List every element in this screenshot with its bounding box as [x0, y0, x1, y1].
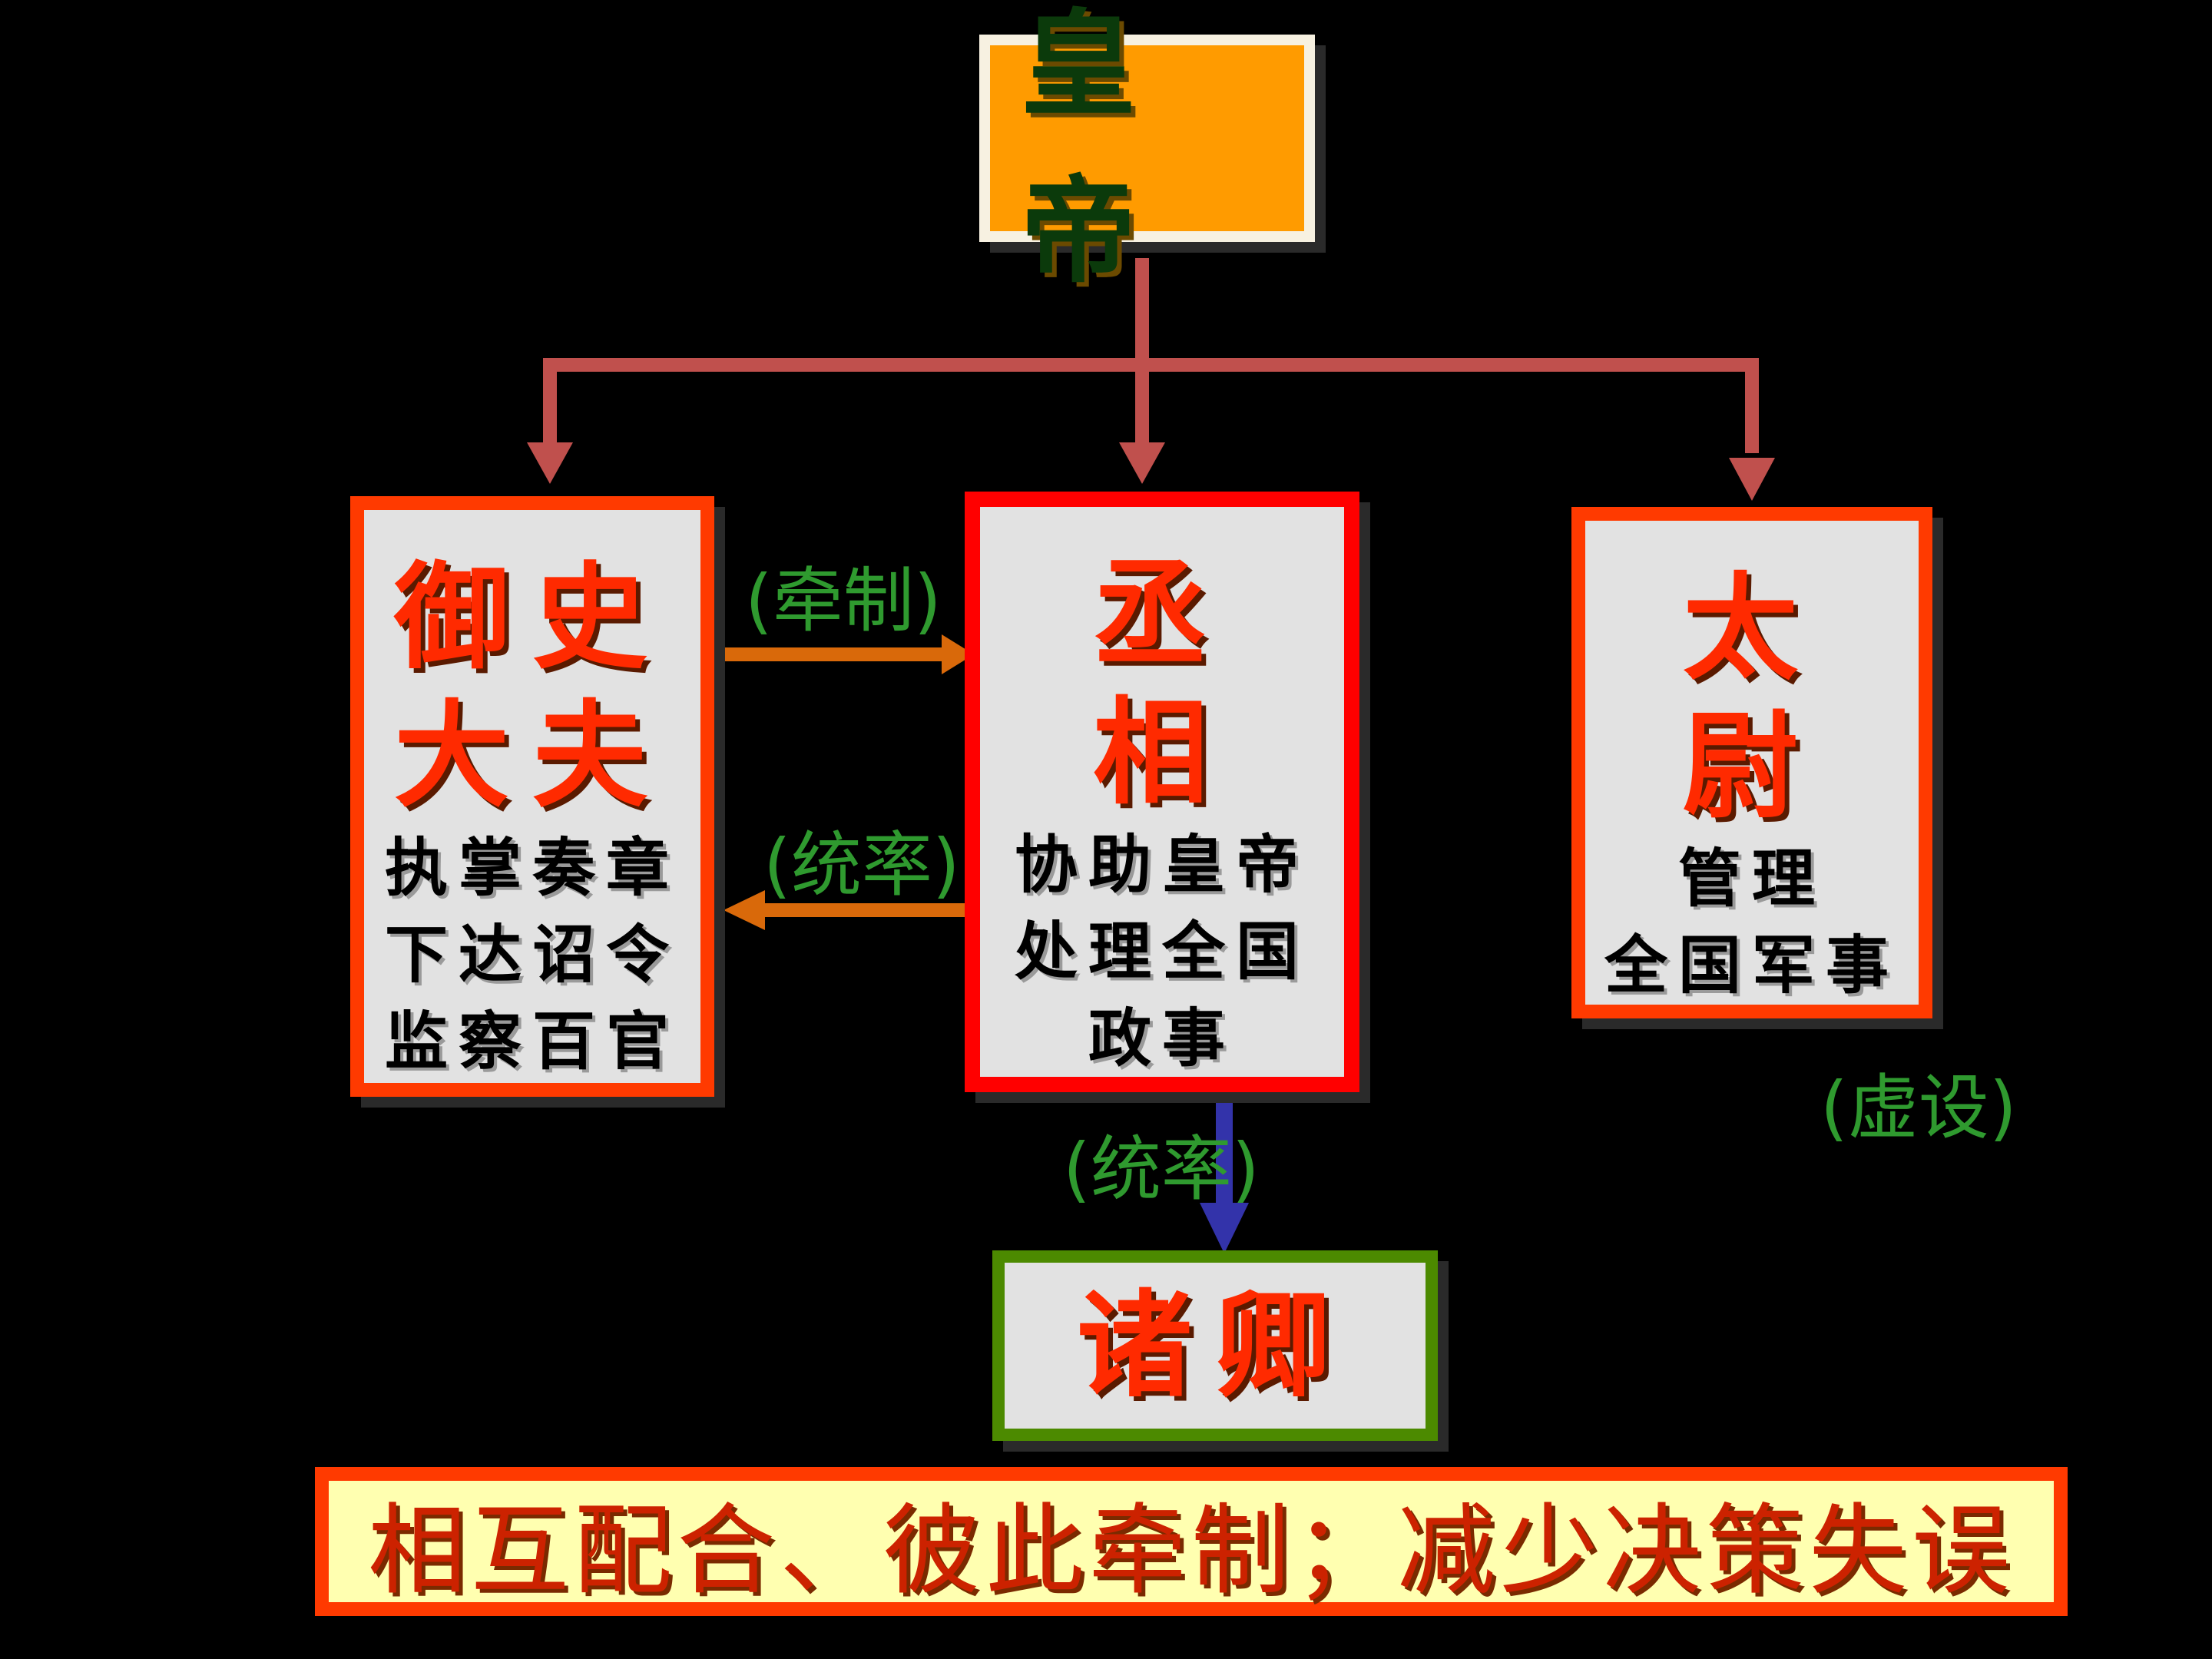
yushi-title-line-1: 御史 [393, 550, 671, 685]
chengxiang-box: 丞 相 协助皇帝 处理全国 政事 [965, 492, 1370, 1103]
yushi-duty-line-3: 监察百官 [384, 1005, 680, 1079]
chengxiang-title-line-1: 丞 [1092, 547, 1231, 682]
emperor-title: 皇帝 [1021, 0, 1167, 299]
tongshuai-arrowhead [724, 890, 765, 930]
arrowhead-to-taiwei [1729, 458, 1775, 501]
emperor-frame: 皇帝 [979, 0, 1315, 299]
yushi-face: 御史 大夫 执掌奏章 下达诏令 监察百官 [350, 496, 714, 1097]
taiwei-title-line-1: 太 [1682, 561, 1821, 696]
yushi-dafu-box: 御史 大夫 执掌奏章 下达诏令 监察百官 [350, 496, 725, 1108]
chengxiang-duty-line-3: 政事 [1088, 1002, 1236, 1076]
hierarchy-arrowheads [527, 442, 1775, 501]
yushi-duty-line-2: 下达诏令 [384, 918, 680, 992]
zhuqing-title: 诸卿 [1076, 1278, 1353, 1413]
chengxiang-face: 丞 相 协助皇帝 处理全国 政事 [965, 492, 1359, 1092]
taiwei-face: 太 尉 管理 全国军事 [1571, 507, 1932, 1018]
taiwei-duty-line-1: 管理 [1677, 842, 1826, 916]
taiwei-box: 太 尉 管理 全国军事 [1571, 507, 1943, 1029]
yushi-title-line-2: 大夫 [393, 688, 671, 823]
arrowhead-to-yushi [527, 442, 573, 484]
command-arrow [1200, 1094, 1249, 1253]
command-arrowhead [1200, 1203, 1249, 1253]
emperor-fill: 皇帝 [990, 0, 1304, 299]
qianzhi-label: (牵制) [745, 560, 942, 642]
banner-face: 相互配合、彼此牵制；减少决策失误 [315, 1467, 2068, 1616]
mutual-arrows [720, 634, 974, 930]
yushi-duty-line-1: 执掌奏章 [384, 831, 680, 905]
arrowhead-to-chengxiang [1119, 442, 1165, 484]
emperor-branch-line [543, 358, 1759, 453]
xushe-label: (虚设) [1820, 1067, 2017, 1149]
chengxiang-title-line-2: 相 [1092, 685, 1231, 820]
taiwei-duty-line-2: 全国军事 [1604, 929, 1899, 1003]
tongshuai-left-label: (统率) [763, 824, 960, 906]
emperor-box: 皇帝 [979, 0, 1326, 299]
zhuqing-face: 诸卿 [992, 1250, 1438, 1441]
summary-banner: 相互配合、彼此牵制；减少决策失误 [315, 1467, 2068, 1616]
summary-text: 相互配合、彼此牵制；减少决策失误 [367, 1493, 2015, 1608]
taiwei-title-line-2: 尉 [1682, 699, 1821, 834]
qianzhi-arrowhead [942, 634, 974, 674]
hierarchy-arrows [543, 258, 1759, 453]
tongshuai-down-label: (统率) [1063, 1128, 1260, 1210]
zhuqing-box: 诸卿 [992, 1250, 1449, 1452]
chengxiang-duty-line-1: 协助皇帝 [1014, 828, 1310, 902]
chengxiang-duty-line-2: 处理全国 [1014, 915, 1310, 989]
